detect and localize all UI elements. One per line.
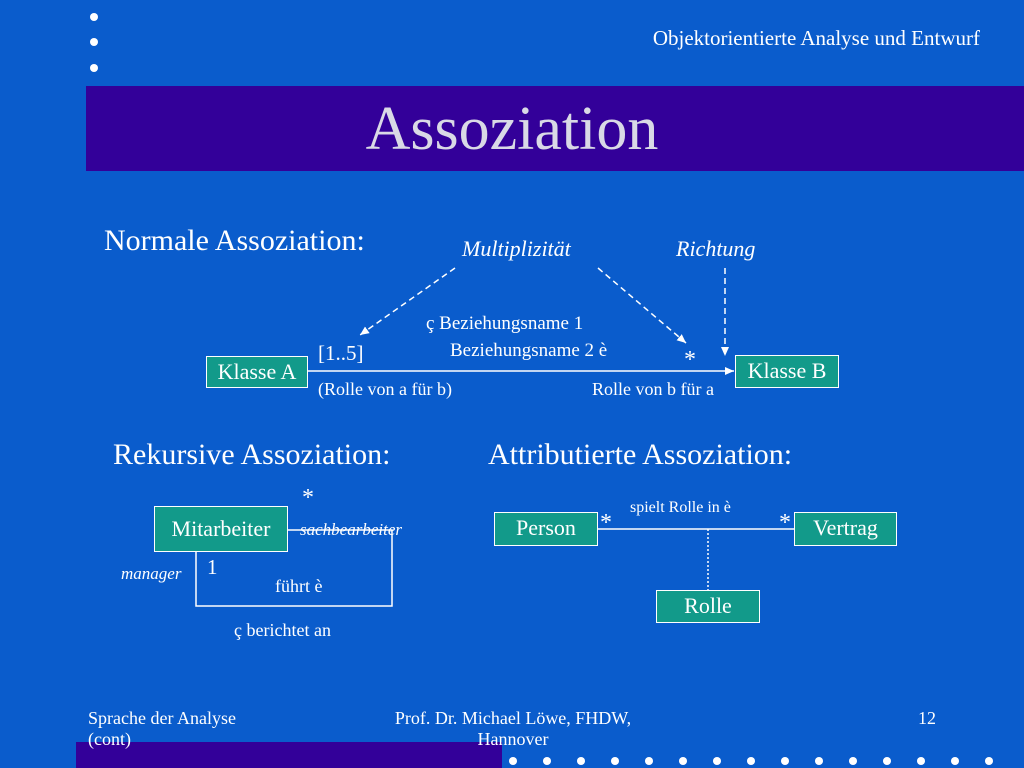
role-a-label: (Rolle von a für b) (318, 379, 452, 399)
decor-dot (90, 64, 98, 72)
decor-dot (815, 757, 823, 765)
role-manager: manager (121, 564, 182, 583)
recursive-loop-line (195, 529, 393, 607)
person-class-box: Person (494, 512, 598, 546)
recursive-name-forward: führt è (275, 576, 323, 596)
multiplicity-pointer-right (597, 267, 687, 344)
contract-class-box: Vertrag (794, 512, 897, 546)
recursive-name-backward: ç berichtet an (234, 620, 331, 640)
attributed-association-name: spielt Rolle in è (630, 499, 731, 516)
association-name-1: ç Beziehungsname 1 (426, 313, 584, 334)
multiplicity-b: * (684, 347, 696, 373)
decor-dot (611, 757, 619, 765)
slide-title: Assoziation (365, 95, 659, 163)
employee-class-box: Mitarbeiter (154, 506, 288, 552)
attributed-multiplicity-right: * (779, 510, 791, 536)
decor-dot (849, 757, 857, 765)
decor-dot (577, 757, 585, 765)
recursive-association-heading: Rekursive Assoziation: (113, 438, 391, 471)
role-b-label: Rolle von b für a (592, 379, 714, 399)
decor-dot (713, 757, 721, 765)
class-b-box: Klasse B (735, 355, 839, 388)
attributed-association-heading: Attributierte Assoziation: (488, 438, 793, 471)
decor-dot (543, 757, 551, 765)
decor-dot (781, 757, 789, 765)
decor-dot (509, 757, 517, 765)
decor-dot (985, 757, 993, 765)
attributed-multiplicity-left: * (600, 510, 612, 536)
direction-note: Richtung (676, 236, 756, 261)
decor-dot (951, 757, 959, 765)
recursive-multiplicity-left: 1 (207, 555, 218, 579)
decor-dot (883, 757, 891, 765)
normal-association-heading: Normale Assoziation: (104, 224, 365, 257)
decor-dot (917, 757, 925, 765)
header-course-title: Objektorientierte Analyse und Entwurf (652, 26, 980, 50)
multiplicity-a: [1..5] (318, 341, 364, 365)
footer-author: Prof. Dr. Michael Löwe, FHDW, Hannover (394, 708, 632, 749)
multiplicity-note: Multiplizität (462, 236, 571, 261)
footer-page-number: 12 (918, 708, 936, 728)
footer-band (76, 742, 502, 768)
association-name-2: Beziehungsname 2 è (450, 340, 608, 361)
title-band (86, 86, 1024, 171)
recursive-multiplicity-top: * (302, 485, 314, 511)
decor-dot (90, 38, 98, 46)
decor-dot (679, 757, 687, 765)
decor-dot (747, 757, 755, 765)
decor-dot (90, 13, 98, 21)
footer-section-title: Sprache der Analyse (cont) (88, 708, 236, 749)
role-association-class-box: Rolle (656, 590, 760, 623)
decor-dot (645, 757, 653, 765)
class-a-box: Klasse A (206, 356, 308, 388)
role-sachbearbeiter: sachbearbeiter (300, 520, 402, 539)
